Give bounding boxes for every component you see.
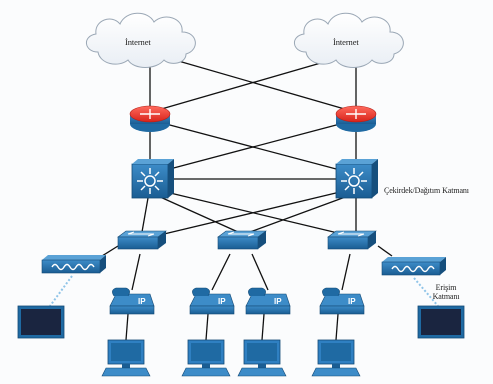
internet-cloud-left [86,12,196,68]
link-phone-3-pc-3 [261,313,265,341]
wireless-client-left [17,305,65,339]
link-sw-mid-phone-3 [251,253,269,291]
link-phone-4-pc-4 [335,313,339,341]
link-sw-left-ap-left [101,245,119,257]
ip-phone-1: IP [109,287,155,315]
link-cloud-right-router-left [157,57,339,111]
pc-3 [237,339,287,377]
wireless-links [49,275,439,307]
link-sw-left-phone-1 [131,253,141,291]
access-switch-middle [217,230,267,250]
multilayer-switch-left [131,159,174,199]
wireless-client-right [417,305,465,339]
access-switch-right [327,230,377,250]
ip-phone-2: IP [189,287,235,315]
pc-2 [181,339,231,377]
link-sw-right-ap-right [377,245,393,257]
link-phone-2-pc-2 [205,313,209,341]
link-sw-right-phone-4 [341,253,351,291]
ip-phone-4-label: IP [348,297,356,306]
ip-phone-3: IP [245,287,291,315]
network-links [101,57,393,341]
wireless-link-left [49,275,73,307]
internet-cloud-right [294,12,404,68]
ip-phone-4: IP [319,287,365,315]
router-left [129,105,171,132]
ip-phone-1-label: IP [138,297,146,306]
link-mls-left-sw-left [141,197,149,233]
link-sw-mid-phone-2 [211,253,231,291]
pc-1 [101,339,151,377]
ip-phone-3-label: IP [274,297,282,306]
link-mls-right-sw-mid [249,195,349,233]
link-cloud-left-router-right [167,57,349,111]
access-switch-left [117,230,167,250]
pc-4 [311,339,361,377]
link-phone-1-pc-1 [125,313,129,341]
multilayer-switch-right [335,159,378,199]
link-router-right-mls-left [165,123,341,171]
wireless-link-right [413,277,439,307]
router-right [335,105,377,132]
link-mls-left-sw-mid [157,195,239,233]
ip-phone-2-label: IP [218,297,226,306]
wireless-ap-left [41,255,106,274]
wireless-ap-right [381,257,446,276]
link-mls-right-sw-left [163,191,341,235]
